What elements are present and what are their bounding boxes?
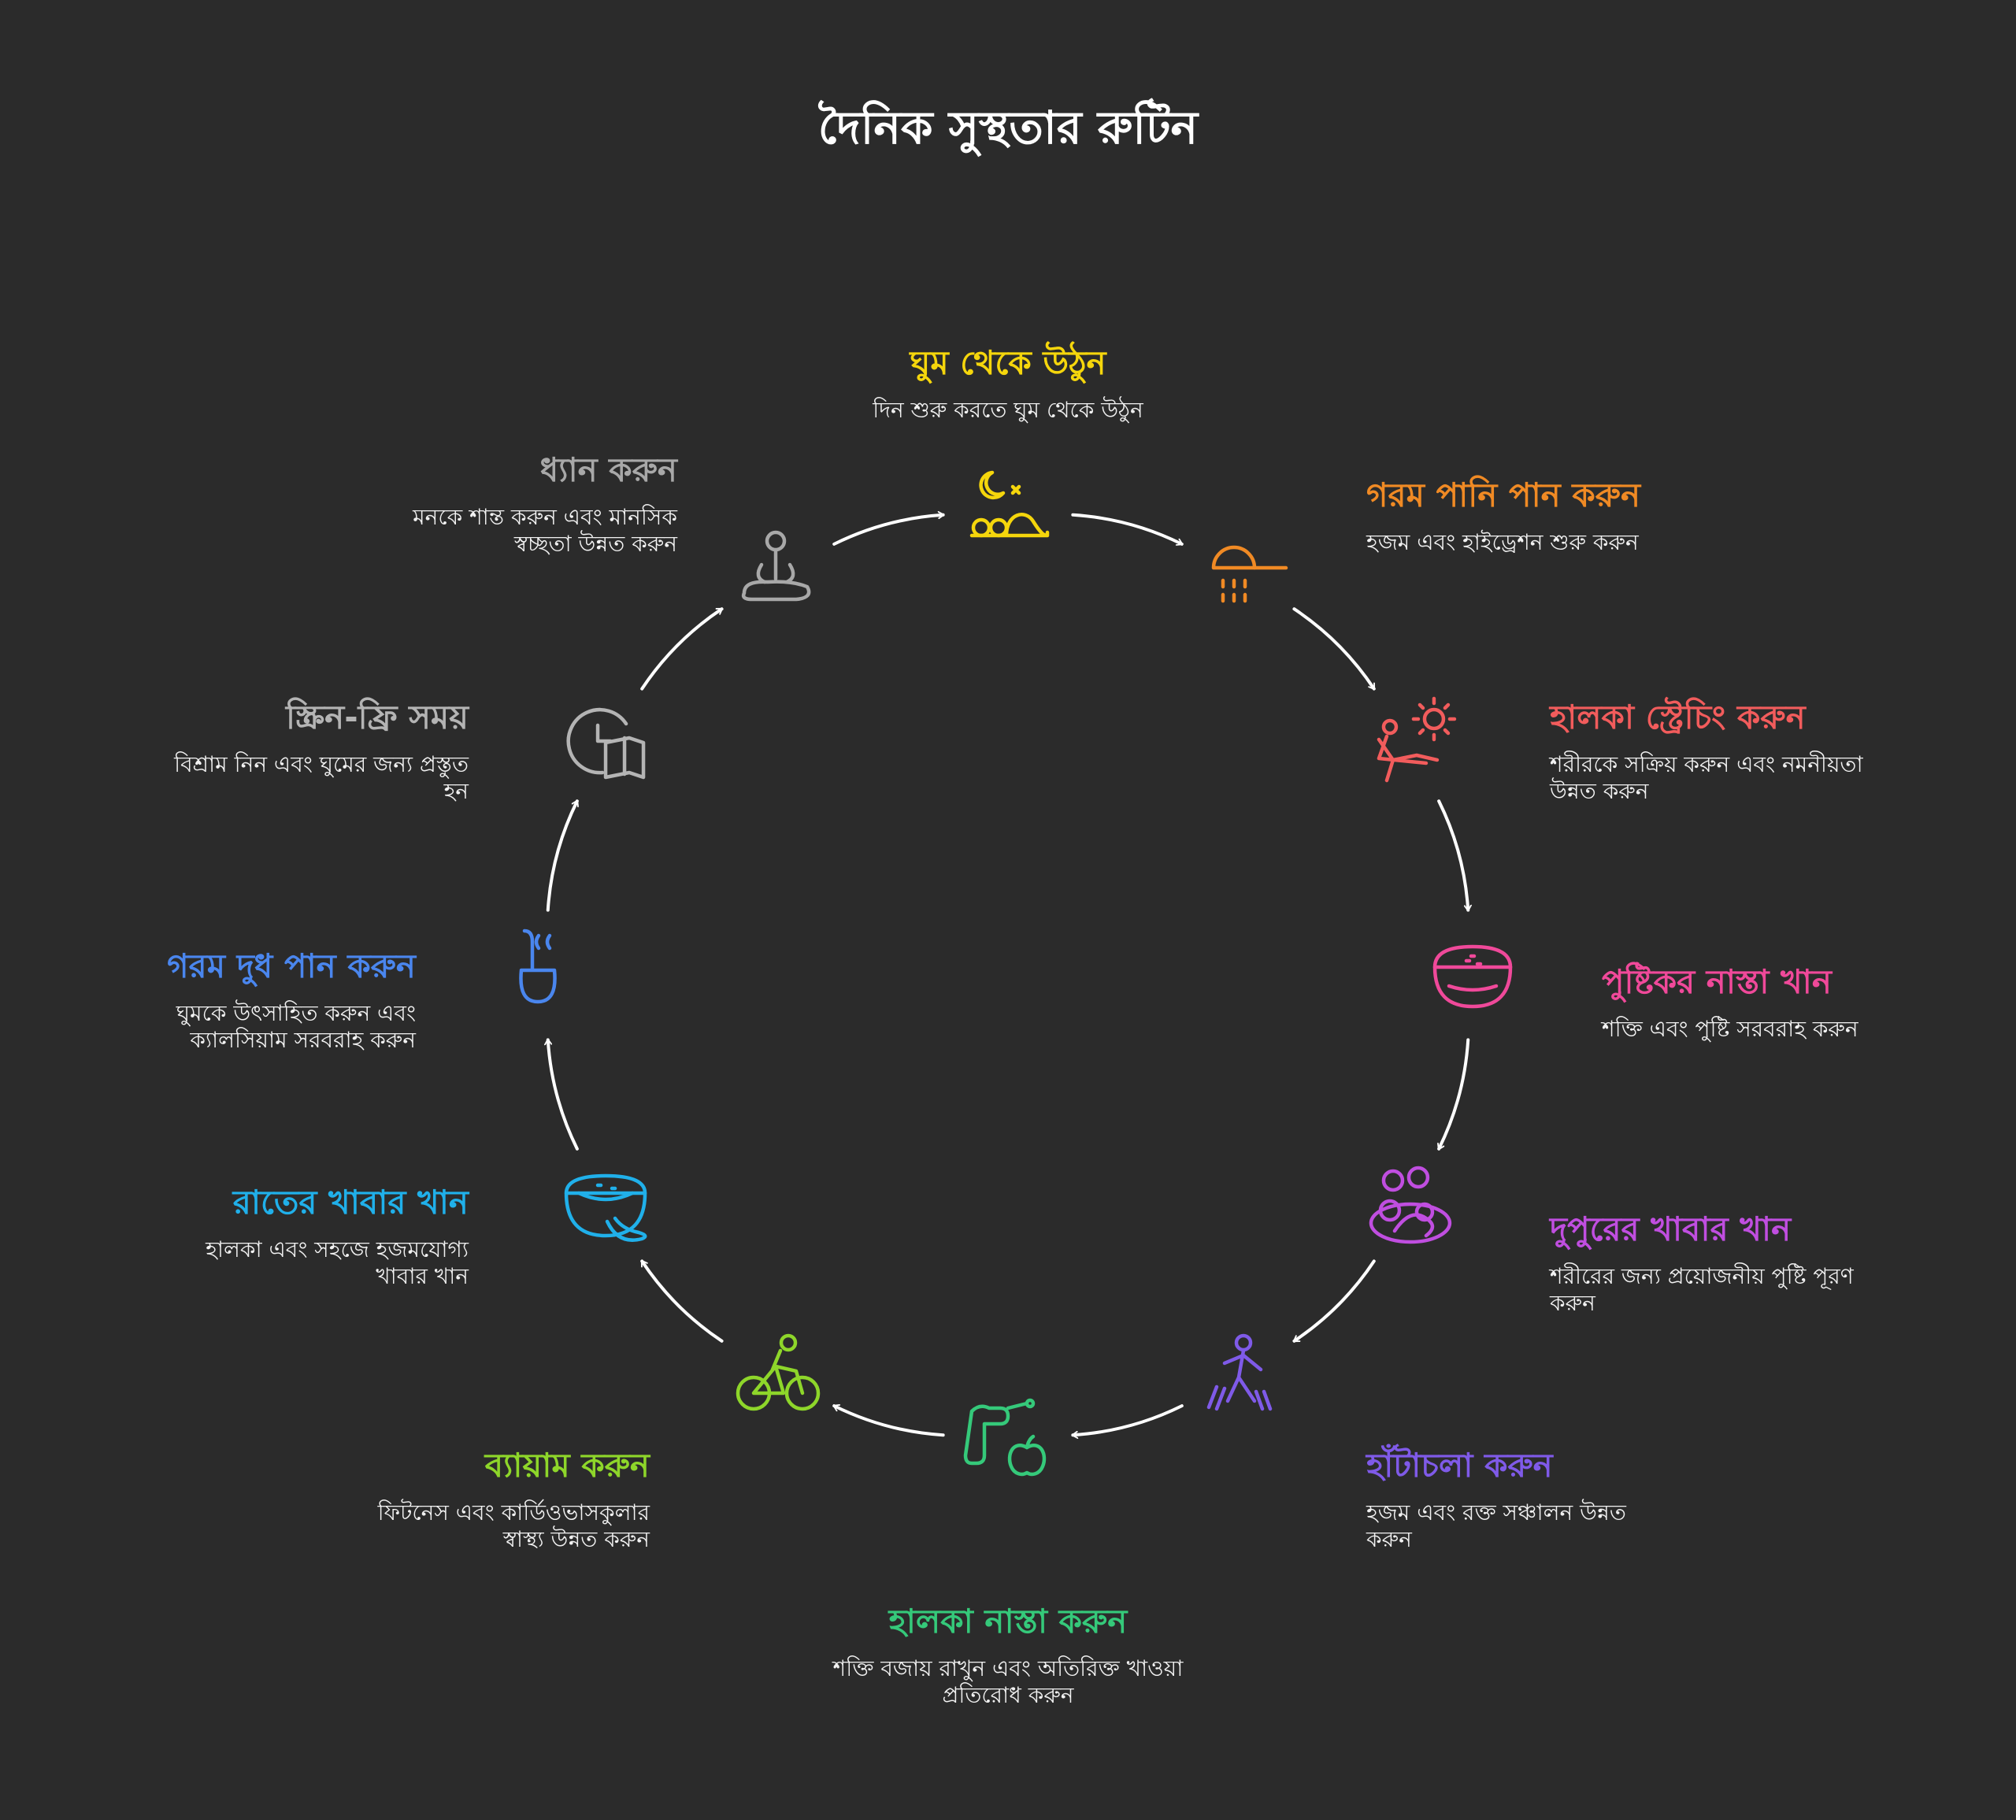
cycle-arrow <box>832 515 945 546</box>
step-description: বিশ্রাম নিন এবং ঘুমের জন্য প্রস্তুত হন <box>174 751 469 804</box>
step-icons <box>519 470 1513 1477</box>
warm-milk-ladle-icon <box>519 929 557 1004</box>
step-title: রাতের খাবার খান <box>232 1183 469 1221</box>
dinner-bowl-icon <box>564 1173 647 1242</box>
step-description: ফিটনেস এবং কার্ডিওভাসকুলার স্বাস্থ্য উন্… <box>377 1499 650 1552</box>
cycle-arrow <box>1437 799 1468 912</box>
bowl-icon <box>1432 944 1513 1009</box>
step-description: হজম এবং রক্ত সঞ্চালন উন্নত করুন <box>1366 1499 1626 1552</box>
cycle-arrow <box>546 799 577 912</box>
step-description: দিন শুরু করতে ঘুম থেকে উঠুন <box>873 397 1143 423</box>
sunrise-sleep-icon <box>969 470 1050 538</box>
step-warm-water: গরম পানি পান করুন হজম এবং হাইড্রেশন শুরু… <box>1366 473 1760 556</box>
step-description: ঘুমকে উৎসাহিত করুন এবং ক্যালসিয়াম সরবরা… <box>176 1000 416 1053</box>
cycle-arrow <box>1292 607 1376 691</box>
cycle-arrow <box>640 607 724 691</box>
snack-apple-icon <box>963 1398 1047 1477</box>
page-title: দৈনিক সুস্থতার রুটিন <box>817 101 1199 154</box>
cycle-arrow <box>1439 1038 1470 1151</box>
step-title: দুপুরের খাবার খান <box>1550 1210 1792 1248</box>
cycle-arrow <box>1292 1259 1376 1343</box>
step-title: গরম পানি পান করুন <box>1366 476 1641 514</box>
clock-book-icon <box>566 707 646 780</box>
step-warm-milk: গরম দুধ পান করুন ঘুমকে উৎসাহিত করুন এবং … <box>118 943 416 1054</box>
step-description: শরীরের জন্য প্রয়োজনীয় পুষ্টি পূরণ করুন <box>1550 1263 1854 1316</box>
step-description: শক্তি বজায় রাখুন এবং অতিরিক্ত খাওয়া প্… <box>832 1655 1184 1708</box>
step-title: ধ্যান করুন <box>539 450 677 489</box>
meditation-icon <box>741 530 811 602</box>
step-light-stretching: হালকা স্ট্রেচিং করুন শরীরকে সক্রিয় করুন… <box>1550 695 1865 805</box>
step-exercise: ব্যায়াম করুন ফিটনেস এবং কার্ডিওভাসকুলার… <box>350 1443 650 1553</box>
step-title: গরম দুধ পান করুন <box>167 947 416 985</box>
step-title: হালকা স্ট্রেচিং করুন <box>1550 698 1806 736</box>
cycle-arrow <box>548 1038 579 1151</box>
sunbathing-stretch-icon <box>1377 696 1457 783</box>
step-walking: হাঁটাচলা করুন হজম এবং রক্ত সঞ্চালন উন্নত… <box>1366 1443 1666 1553</box>
step-wake-up: ঘুম থেকে উঠুন দিন শুরু করতে ঘুম থেকে উঠু… <box>788 340 1228 424</box>
step-title: ঘুম থেকে উঠুন <box>910 343 1106 382</box>
step-description: হালকা এবং সহজে হজমযোগ্য খাবার খান <box>206 1236 469 1289</box>
step-description: শক্তি এবং পুষ্টি সরবরাহ করুন <box>1602 1016 1858 1042</box>
step-lunch: দুপুরের খাবার খান শরীরের জন্য প্রয়োজনীয… <box>1550 1207 1857 1317</box>
step-nutritious-breakfast: পুষ্টিকর নাস্তা খান শক্তি এবং পুষ্টি সরব… <box>1602 959 1933 1043</box>
step-title: হাঁটাচলা করুন <box>1366 1446 1553 1485</box>
step-title: স্ক্রিন-ফ্রি সময় <box>285 698 469 736</box>
step-dinner: রাতের খাবার খান হালকা এবং সহজে হজমযোগ্য … <box>165 1180 469 1290</box>
step-screen-free-time: স্ক্রিন-ফ্রি সময় বিশ্রাম নিন এবং ঘুমের … <box>173 695 469 805</box>
cycle-arrows <box>548 515 1468 1435</box>
shower-icon <box>1211 545 1288 603</box>
lunch-plate-icon <box>1369 1166 1452 1244</box>
step-title: পুষ্টিকর নাস্তা খান <box>1602 962 1832 1001</box>
walking-person-icon <box>1206 1333 1273 1411</box>
step-title: হালকা নাস্তা করুন <box>888 1602 1128 1640</box>
step-meditation: ধ্যান করুন মনকে শান্ত করুন এবং মানসিক স্… <box>354 447 677 558</box>
step-description: শরীরকে সক্রিয় করুন এবং নমনীয়তা উন্নত ক… <box>1550 751 1863 804</box>
cycle-arrow <box>1071 513 1184 544</box>
cycling-icon <box>736 1333 821 1411</box>
step-description: মনকে শান্ত করুন এবং মানসিক স্বচ্ছতা উন্ন… <box>413 504 677 557</box>
cycle-arrow <box>832 1406 945 1437</box>
cycle-arrow <box>640 1259 724 1343</box>
cycle-arrow <box>1071 1404 1184 1435</box>
step-title: ব্যায়াম করুন <box>484 1446 650 1485</box>
step-light-snack: হালকা নাস্তা করুন শক্তি বজায় রাখুন এবং … <box>811 1599 1205 1709</box>
step-description: হজম এবং হাইড্রেশন শুরু করুন <box>1366 529 1639 555</box>
